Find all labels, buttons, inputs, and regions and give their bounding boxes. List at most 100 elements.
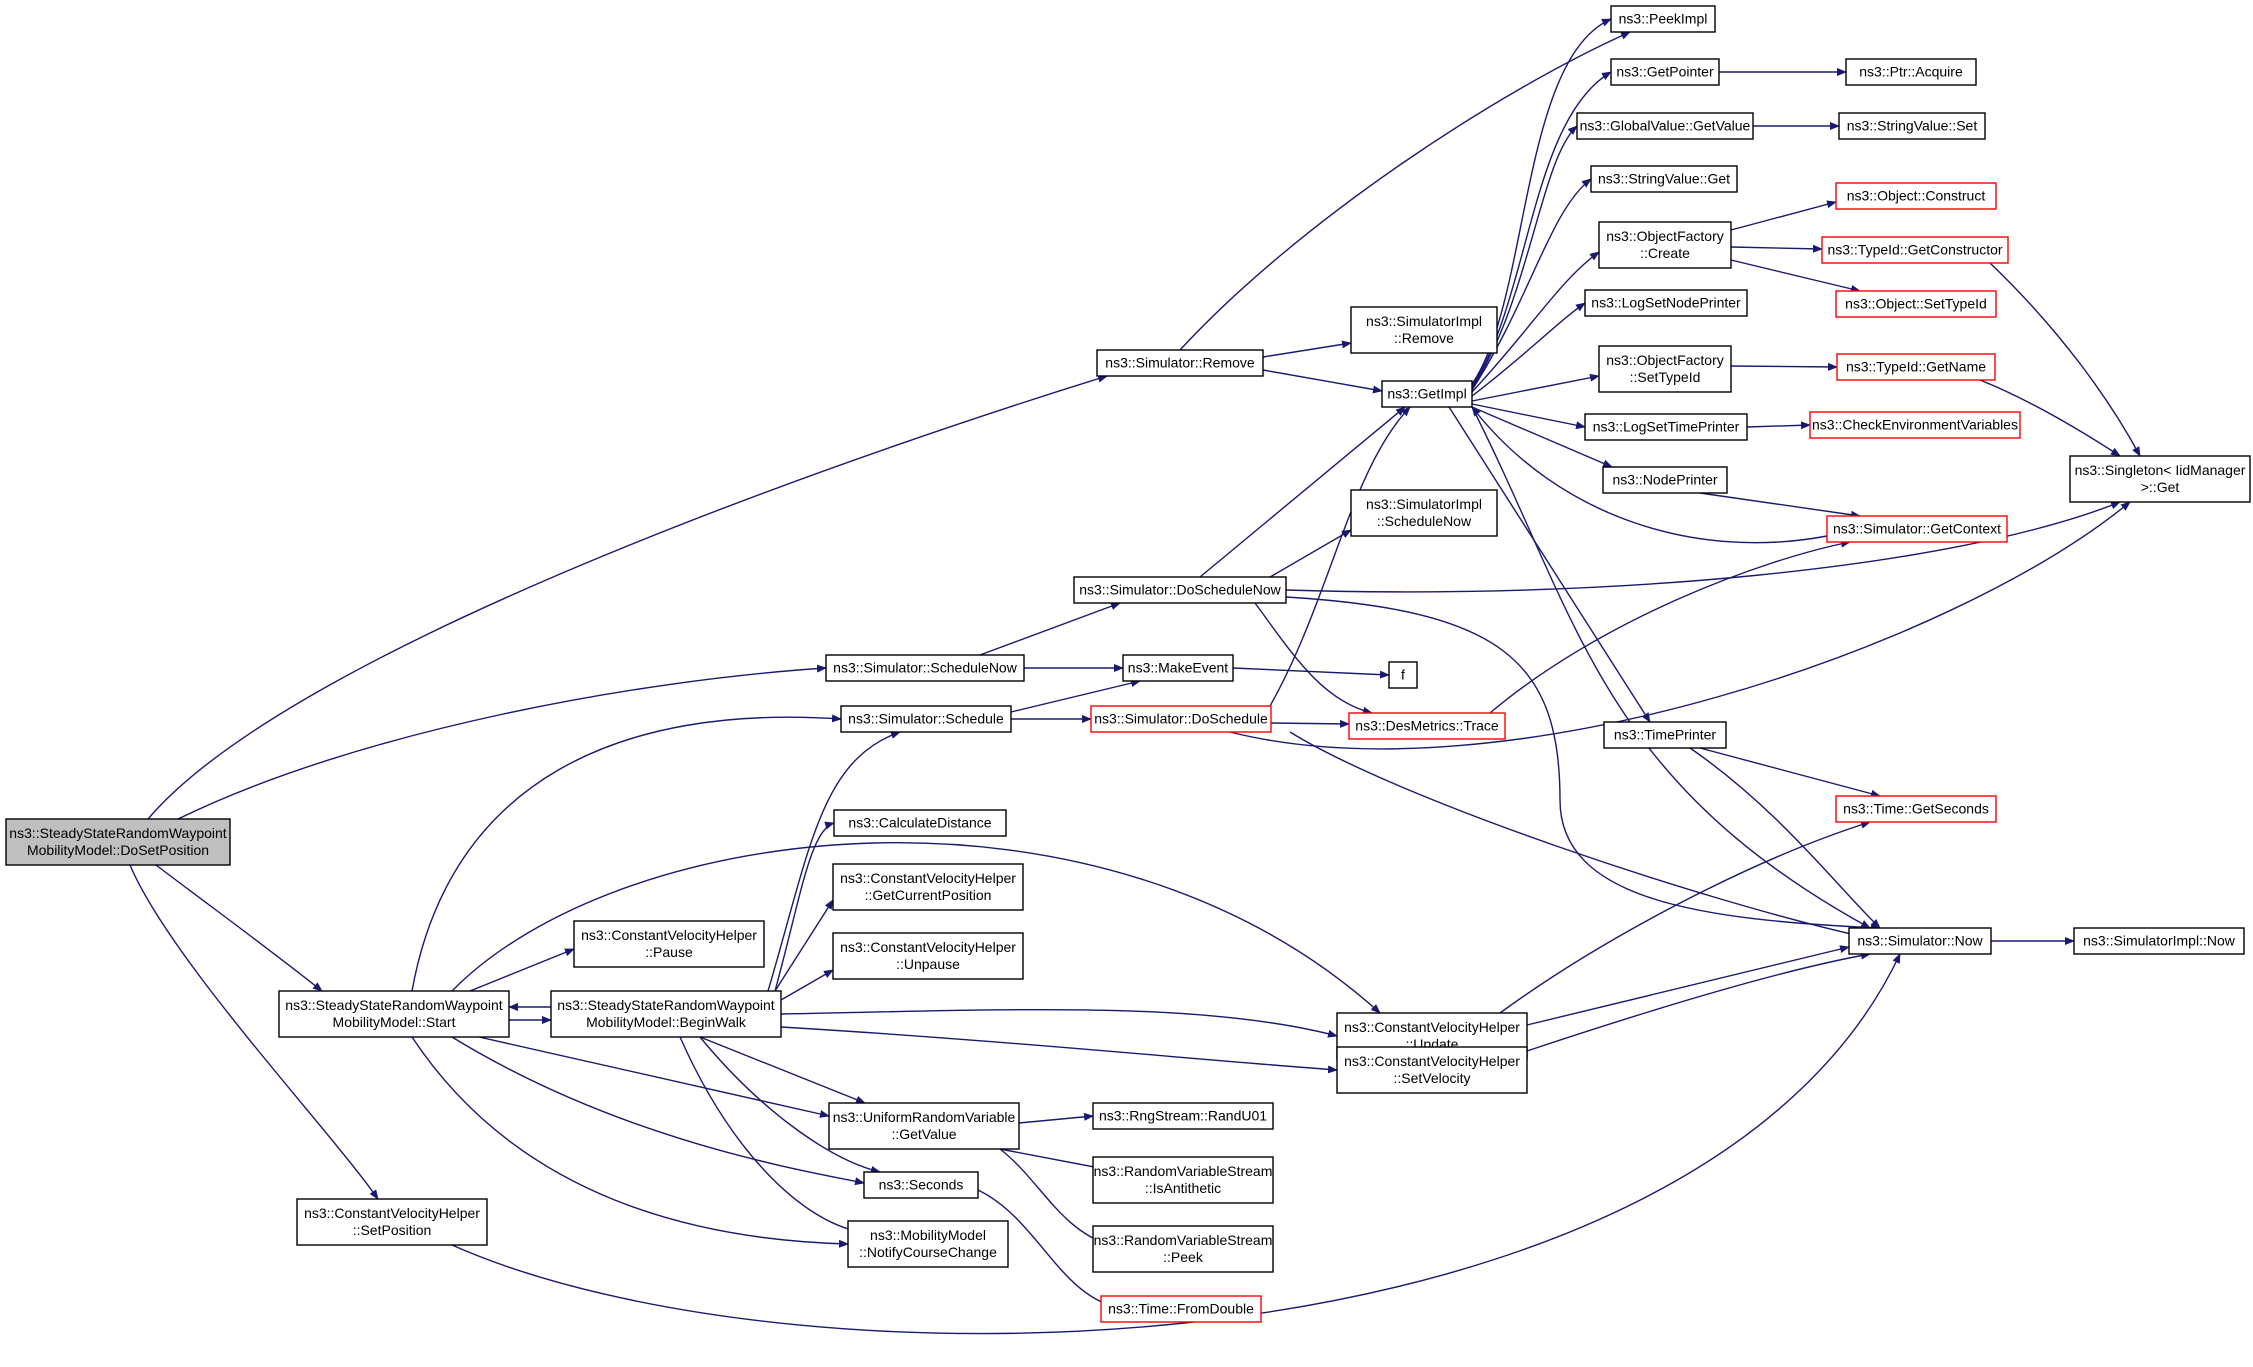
edge-arrow <box>469 948 575 992</box>
node-label: ns3::Simulator::Now <box>1857 933 1983 949</box>
edge-arrow <box>129 864 379 1200</box>
edge-of_settypeid-to-typeid_getname <box>1730 362 1838 371</box>
node-seconds[interactable]: ns3::Seconds <box>863 1171 979 1199</box>
node-timeprinter[interactable]: ns3::TimePrinter <box>1603 721 1727 749</box>
node-sim_schedule[interactable]: ns3::Simulator::Schedule <box>840 705 1012 733</box>
node-obj_construct[interactable]: ns3::Object::Construct <box>1835 182 1997 210</box>
node-sim_doschedule[interactable]: ns3::Simulator::DoSchedule <box>1090 705 1272 733</box>
node-label: ns3::ObjectFactory <box>1606 228 1724 244</box>
node-label: MobilityModel::BeginWalk <box>586 1014 747 1030</box>
node-gv_getvalue[interactable]: ns3::GlobalValue::GetValue <box>1576 112 1754 140</box>
edge-arrow <box>1448 406 1651 723</box>
node-ptr_acquire[interactable]: ns3::Ptr::Acquire <box>1845 58 1977 86</box>
node-sim_schedulenow[interactable]: ns3::Simulator::ScheduleNow <box>825 654 1025 682</box>
edge-arrow <box>1746 421 1811 430</box>
node-typeid_getconstructor[interactable]: ns3::TypeId::GetConstructor <box>1821 236 2009 264</box>
node-box <box>1603 721 1727 749</box>
edge-arrow <box>1471 178 1592 391</box>
node-rvs_peek[interactable]: ns3::RandomVariableStream::Peek <box>1092 1225 1274 1273</box>
node-label: ::GetCurrentPosition <box>865 887 992 903</box>
edge-arrow <box>1699 747 1881 798</box>
edge-arrow <box>767 731 901 992</box>
node-cvh_setvelocity[interactable]: ns3::ConstantVelocityHelper::SetVelocity <box>1336 1046 1528 1094</box>
node-label: ns3::SteadyStateRandomWaypoint <box>9 825 226 841</box>
edge-getimpl-to-timeprinter <box>1448 406 1651 723</box>
edge-arrow <box>1526 945 1850 1026</box>
node-urv_getvalue[interactable]: ns3::UniformRandomVariable::GetValue <box>828 1102 1020 1150</box>
node-label: ns3::LogSetTimePrinter <box>1593 419 1740 435</box>
node-label: ::ScheduleNow <box>1377 513 1472 529</box>
edge-sim_remove-to-getimpl <box>1262 369 1383 394</box>
node-box <box>1835 182 1997 210</box>
node-obj_settypeid[interactable]: ns3::Object::SetTypeId <box>1835 290 1997 318</box>
edge-beginwalk-to-cvh_unpause <box>780 969 834 1001</box>
edge-arrow <box>411 1036 849 1248</box>
node-label: ::Peek <box>1163 1249 1204 1265</box>
node-time_getseconds[interactable]: ns3::Time::GetSeconds <box>1835 795 1997 823</box>
node-box <box>296 1198 488 1246</box>
edge-arrow <box>147 374 1108 820</box>
node-cvh_pause[interactable]: ns3::ConstantVelocityHelper::Pause <box>573 920 765 968</box>
node-logsettimeprinter[interactable]: ns3::LogSetTimePrinter <box>1584 413 1748 441</box>
node-label: ns3::MakeEvent <box>1128 660 1228 676</box>
node-label: ns3::TimePrinter <box>1614 727 1717 743</box>
node-desmetrics_trace[interactable]: ns3::DesMetrics::Trace <box>1348 712 1506 740</box>
node-of_create[interactable]: ns3::ObjectFactory::Create <box>1598 221 1732 269</box>
node-mm_notify[interactable]: ns3::MobilityModel::NotifyCourseChange <box>847 1220 1009 1268</box>
node-sim_doschedulenow[interactable]: ns3::Simulator::DoScheduleNow <box>1073 576 1287 604</box>
node-of_settypeid[interactable]: ns3::ObjectFactory::SetTypeId <box>1598 345 1732 393</box>
node-simimpl_remove[interactable]: ns3::SimulatorImpl::Remove <box>1350 306 1498 354</box>
node-getpointer[interactable]: ns3::GetPointer <box>1610 58 1720 86</box>
node-label: ns3::Object::Construct <box>1847 188 1986 204</box>
edge-getimpl-to-sv_get <box>1471 178 1592 391</box>
edge-beginwalk-to-cvh_getcurrentposition <box>774 899 834 992</box>
node-calcdistance[interactable]: ns3::CalculateDistance <box>833 809 1007 837</box>
edge-logsettimeprinter-to-checkenv <box>1746 421 1811 430</box>
node-label: ::SetPosition <box>353 1222 432 1238</box>
node-label: ns3::SimulatorImpl::Now <box>2083 933 2236 949</box>
node-start[interactable]: ns3::SteadyStateRandomWaypointMobilityMo… <box>278 990 510 1038</box>
node-simimpl_schedulenow[interactable]: ns3::SimulatorImpl::ScheduleNow <box>1350 489 1498 537</box>
node-label: ns3::StringValue::Set <box>1847 118 1978 134</box>
edge-arrow <box>1471 403 1586 430</box>
node-label: f <box>1401 667 1405 683</box>
node-box <box>278 990 510 1038</box>
edge-arrow <box>774 899 834 992</box>
node-makeevent[interactable]: ns3::MakeEvent <box>1122 654 1234 682</box>
node-simimpl_now[interactable]: ns3::SimulatorImpl::Now <box>2073 927 2245 955</box>
node-sim_now[interactable]: ns3::Simulator::Now <box>1848 927 1992 955</box>
node-sv_get[interactable]: ns3::StringValue::Get <box>1590 165 1738 193</box>
node-time_fromdouble[interactable]: ns3::Time::FromDouble <box>1100 1295 1262 1323</box>
node-cvh_setposition[interactable]: ns3::ConstantVelocityHelper::SetPosition <box>296 1198 488 1246</box>
node-sv_set[interactable]: ns3::StringValue::Set <box>1838 112 1986 140</box>
node-beginwalk[interactable]: ns3::SteadyStateRandomWaypointMobilityMo… <box>550 990 782 1038</box>
node-rng_randu01[interactable]: ns3::RngStream::RandU01 <box>1092 1102 1274 1130</box>
node-checkenv[interactable]: ns3::CheckEnvironmentVariables <box>1809 411 2021 439</box>
node-box <box>1809 411 2021 439</box>
node-getimpl[interactable]: ns3::GetImpl <box>1381 380 1473 408</box>
node-peekimpl[interactable]: ns3::PeekImpl <box>1610 5 1716 33</box>
node-logsetnodeprinter[interactable]: ns3::LogSetNodePrinter <box>1584 289 1748 317</box>
edge-arrow <box>1262 369 1383 394</box>
node-singleton_get[interactable]: ns3::Singleton< IidManager>::Get <box>2069 455 2251 503</box>
edge-urv_getvalue-to-rng_randu01 <box>1018 1112 1094 1124</box>
edge-arrow <box>451 842 1381 1014</box>
edge-sim_getcontext-to-getimpl <box>1471 406 1828 544</box>
node-cvh_unpause[interactable]: ns3::ConstantVelocityHelper::Unpause <box>832 932 1024 980</box>
edge-beginwalk-to-cvh_update <box>780 1008 1338 1038</box>
node-dosetposition[interactable]: ns3::SteadyStateRandomWaypointMobilityMo… <box>5 818 231 866</box>
edge-arrow <box>1179 31 1631 351</box>
node-sim_remove[interactable]: ns3::Simulator::Remove <box>1096 349 1264 377</box>
node-sim_getcontext[interactable]: ns3::Simulator::GetContext <box>1826 515 2008 543</box>
node-f[interactable]: f <box>1388 661 1418 689</box>
node-label: ::Remove <box>1394 330 1454 346</box>
node-box <box>1100 1295 1262 1323</box>
node-typeid_getname[interactable]: ns3::TypeId::GetName <box>1836 353 1996 381</box>
node-rvs_isantithetic[interactable]: ns3::RandomVariableStream::IsAntithetic <box>1092 1156 1274 1204</box>
node-nodeprinter[interactable]: ns3::NodePrinter <box>1602 466 1728 494</box>
node-label: ::NotifyCourseChange <box>859 1244 997 1260</box>
edge-of_create-to-obj_construct <box>1730 200 1837 231</box>
node-cvh_getcurrentposition[interactable]: ns3::ConstantVelocityHelper::GetCurrentP… <box>832 863 1024 911</box>
node-label: ns3::RngStream::RandU01 <box>1099 1108 1267 1124</box>
node-label: ns3::ConstantVelocityHelper <box>840 870 1016 886</box>
